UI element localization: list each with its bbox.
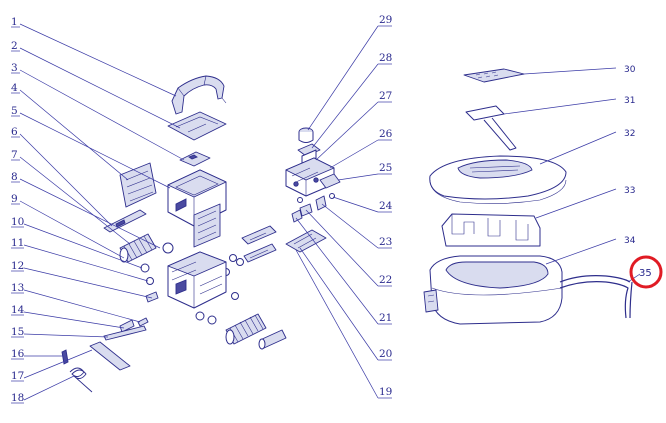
- part-psu-lid: [429, 155, 567, 204]
- callout-30: 30: [624, 65, 636, 75]
- part-inner-tray: [441, 213, 541, 247]
- part-psu-base: [423, 255, 563, 325]
- callout-16: 16: [11, 348, 25, 360]
- callout-26: 26: [379, 128, 393, 140]
- part-drive-axle: [241, 225, 277, 263]
- part-end-cap: [319, 173, 341, 189]
- part-control-card: [465, 105, 517, 151]
- motor-block-group: [285, 127, 341, 253]
- callout-7: 7: [11, 149, 18, 161]
- callout-23: 23: [379, 236, 392, 248]
- callout-17: 17: [11, 370, 24, 382]
- psu-callouts: 30 31 32 33 34 35: [503, 65, 663, 289]
- part-filter-cover: [119, 162, 157, 208]
- callout-21: 21: [379, 312, 392, 324]
- part-handle: [171, 75, 227, 115]
- callout-32: 32: [624, 129, 635, 139]
- callout-20: 20: [379, 348, 392, 360]
- motor-callouts: 29 28 27 26 25 24 23 22 21 20 19: [295, 14, 393, 399]
- callout-34: 34: [624, 236, 636, 246]
- callout-5: 5: [11, 105, 18, 117]
- part-clip: [179, 151, 211, 167]
- callout-27: 27: [379, 90, 392, 102]
- part-small-clips: [119, 291, 159, 333]
- callout-9: 9: [11, 193, 18, 205]
- part-brush-roller-right: [225, 313, 267, 345]
- callout-6: 6: [11, 126, 18, 138]
- part-spring: [69, 367, 93, 393]
- robot-body-group: [61, 75, 287, 393]
- callout-35-highlight-ring: [629, 255, 663, 289]
- part-impeller: [297, 143, 321, 165]
- part-top-cap: [298, 127, 314, 143]
- callout-4: 4: [11, 82, 18, 94]
- part-cable: [559, 275, 633, 319]
- callout-12: 12: [11, 260, 24, 272]
- part-bar: [103, 209, 147, 233]
- callout-24: 24: [379, 200, 393, 212]
- part-motor-housing: [285, 157, 335, 197]
- callout-28: 28: [379, 52, 392, 64]
- part-long-bar: [89, 341, 131, 371]
- part-control-label: [463, 68, 525, 83]
- callout-10: 10: [11, 216, 24, 228]
- callout-19: 19: [379, 386, 392, 398]
- callout-13: 13: [11, 282, 24, 294]
- callout-18: 18: [11, 392, 24, 404]
- callout-1: 1: [11, 16, 18, 28]
- callout-25: 25: [379, 162, 392, 174]
- callout-33: 33: [624, 186, 635, 196]
- callout-31: 31: [624, 96, 635, 106]
- part-brush-roller-left: [119, 233, 157, 263]
- part-handle-plate: [167, 111, 227, 141]
- callout-15: 15: [11, 326, 24, 338]
- callout-22: 22: [379, 274, 392, 286]
- callout-11: 11: [11, 237, 24, 249]
- callout-14: 14: [11, 304, 25, 316]
- callout-29: 29: [379, 14, 392, 26]
- part-roller-tube: [258, 329, 287, 350]
- callout-2: 2: [11, 40, 18, 52]
- power-supply-group: [423, 68, 633, 325]
- left-callouts: 1 2 3 4 5 6 7 8 9 10 11 12: [11, 16, 185, 404]
- callout-8: 8: [11, 171, 18, 183]
- part-blade: [103, 325, 147, 341]
- part-side-filter: [193, 203, 221, 248]
- callout-35: 35: [639, 268, 652, 279]
- callout-3: 3: [11, 62, 18, 74]
- part-chassis: [167, 251, 227, 309]
- part-cover-plate: [285, 229, 327, 253]
